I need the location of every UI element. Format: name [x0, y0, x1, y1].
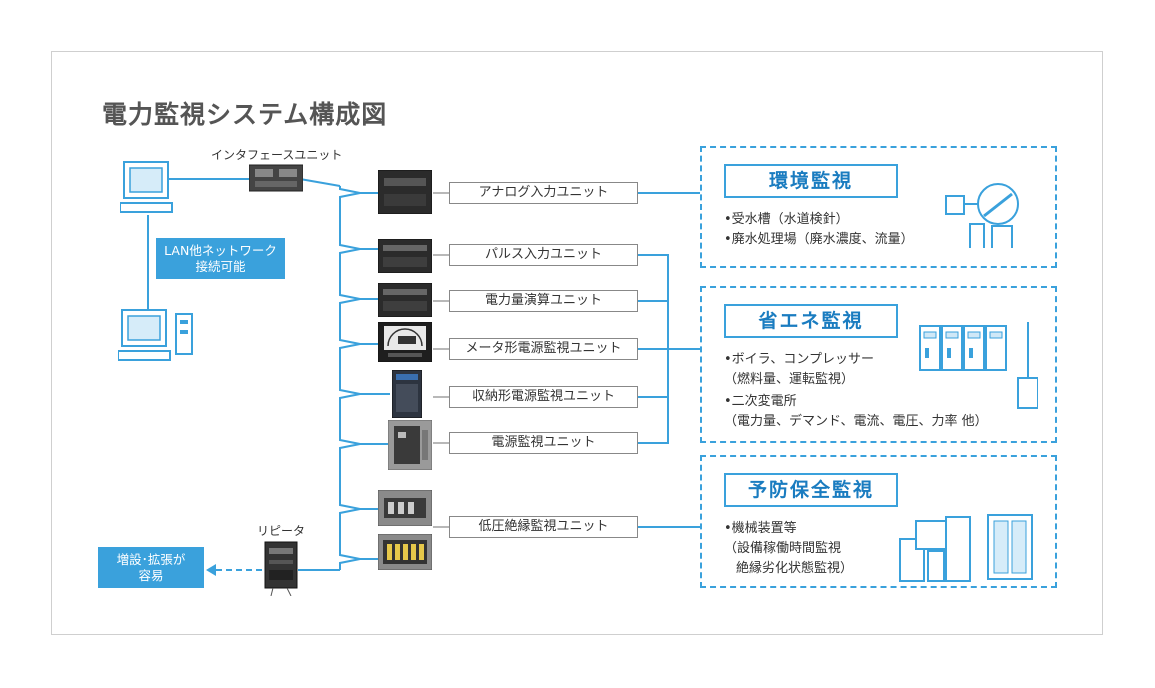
- pulse-input-unit-device: [378, 239, 432, 273]
- panel-preventive-line: 絶縁劣化状態監視）: [736, 561, 854, 576]
- computer-icon: [120, 161, 173, 213]
- water-tank-icon: [945, 183, 1019, 248]
- unit-enclosed-power-monitor: 収納形電源監視ユニット: [449, 386, 638, 408]
- panel-energy-saving-line: •ボイラ、コンプレッサー: [724, 352, 875, 367]
- panel-energy-saving-title: 省エネ監視: [724, 304, 898, 338]
- panel-environment-title: 環境監視: [724, 164, 898, 198]
- repeater-device: [264, 541, 298, 596]
- interface-unit-device: [249, 164, 303, 192]
- switchgear-icon: [919, 322, 1038, 409]
- panel-energy-saving-line: •二次変電所: [724, 394, 797, 409]
- unit-insulation-monitor: 低圧絶縁監視ユニット: [449, 516, 638, 538]
- unit-energy-calc: 電力量演算ユニット: [449, 290, 638, 312]
- panel-energy-saving: 省エネ監視 •ボイラ、コンプレッサー （燃料量、運転監視） •二次変電所 （電力…: [700, 286, 1057, 443]
- enclosed-unit-device: [392, 370, 422, 418]
- unit-analog-input: アナログ入力ユニット: [449, 182, 638, 204]
- power-monitor-unit-device: [388, 420, 432, 470]
- expansion-box-line1: 増設･拡張が: [116, 552, 186, 567]
- panel-environment-line: •廃水処理場（廃水濃度、流量）: [724, 232, 914, 247]
- panel-environment: 環境監視 •受水槽（水道検針） •廃水処理場（廃水濃度、流量）: [700, 146, 1057, 268]
- expansion-box: 増設･拡張が 容易: [98, 547, 204, 588]
- diagram-title: 電力監視システム構成図: [102, 100, 388, 129]
- machinery-icon: [899, 514, 1033, 582]
- energy-calc-unit-device: [378, 283, 432, 317]
- network-box-line1: LAN他ネットワーク: [164, 243, 277, 258]
- panel-preventive-line: （設備稼働時間監視: [724, 541, 842, 556]
- repeater-label: リピータ: [257, 524, 306, 538]
- panel-preventive-title: 予防保全監視: [724, 473, 898, 507]
- expansion-box-line2: 容易: [138, 568, 164, 583]
- unit-pulse-input: パルス入力ユニット: [449, 244, 638, 266]
- panel-energy-saving-line: （燃料量、運転監視）: [724, 372, 855, 387]
- panel-environment-line: •受水槽（水道検針）: [724, 212, 849, 227]
- meter-unit-device: [378, 322, 432, 362]
- insulation-unit-device-2: [378, 534, 432, 570]
- analog-input-unit-device: [378, 170, 432, 214]
- computer-tower-icon: [118, 309, 193, 361]
- network-connection-box: LAN他ネットワーク 接続可能: [156, 238, 285, 279]
- unit-meter-power-monitor: メータ形電源監視ユニット: [449, 338, 638, 360]
- panel-preventive-maintenance: 予防保全監視 •機械装置等 （設備稼働時間監視 絶縁劣化状態監視）: [700, 455, 1057, 588]
- network-box-line2: 接続可能: [195, 259, 246, 274]
- interface-unit-label: インタフェースユニット: [211, 148, 343, 162]
- insulation-unit-device-1: [378, 490, 432, 526]
- panel-preventive-line: •機械装置等: [724, 521, 797, 536]
- panel-energy-saving-line: （電力量、デマンド、電流、電圧、力率 他）: [724, 414, 988, 429]
- unit-power-monitor: 電源監視ユニット: [449, 432, 638, 454]
